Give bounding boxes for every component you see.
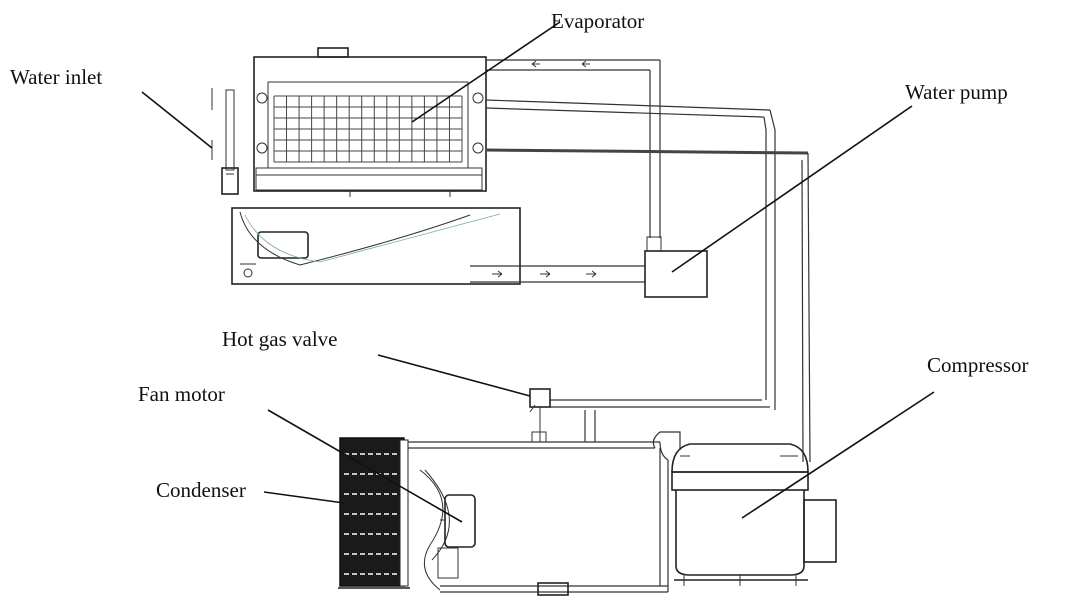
hot-gas-valve (529, 388, 551, 443)
label-condenser: Condenser (156, 478, 246, 502)
water-inlet-pipe (211, 88, 239, 195)
label-water-inlet: Water inlet (10, 65, 102, 89)
water-tray (231, 207, 521, 285)
condenser (338, 437, 410, 589)
compressor (671, 443, 837, 586)
label-fan-motor: Fan motor (138, 382, 225, 406)
piping (404, 59, 811, 596)
label-water-pump: Water pump (905, 80, 1008, 104)
evaporator-grid (273, 95, 463, 163)
water-pump (644, 236, 708, 298)
condenser-fins (344, 453, 398, 575)
label-evaporator: Evaporator (551, 9, 644, 33)
label-compressor: Compressor (927, 353, 1029, 377)
leader-lines (141, 21, 935, 523)
evaporator-unit (253, 47, 487, 197)
fan-motor (419, 469, 476, 591)
label-hot-gas-valve: Hot gas valve (222, 327, 337, 351)
